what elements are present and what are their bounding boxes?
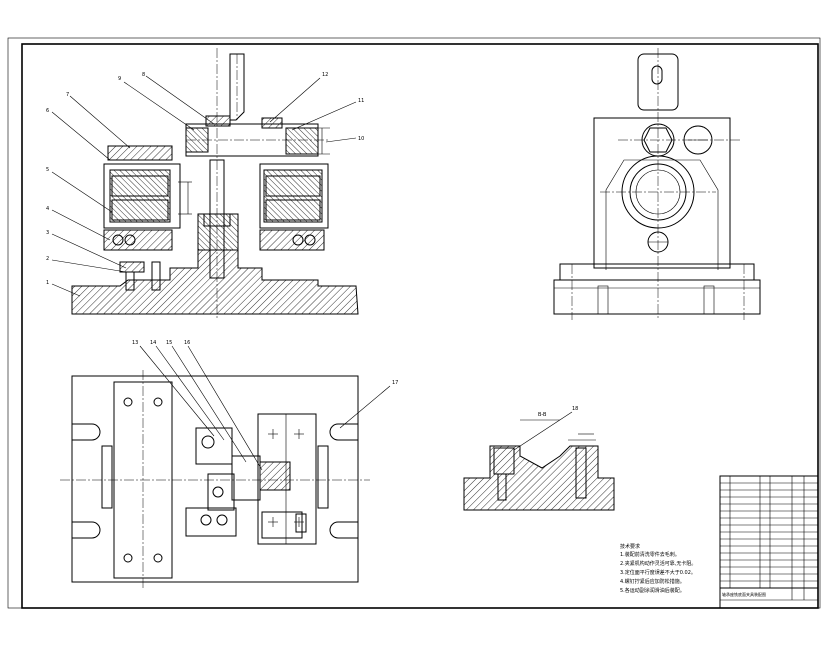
tech-req-item-5: 5.各运动副涂润滑油后装配。 — [620, 587, 685, 594]
top-view — [60, 370, 370, 590]
label-11: 11 — [358, 98, 364, 104]
label-18: 18 — [572, 406, 578, 412]
section-label: B-B — [538, 412, 547, 418]
tech-req-title: 技术要求 — [620, 543, 640, 550]
tech-req-item-1: 1.装配前清洗零件去毛刺。 — [620, 551, 680, 558]
outer-border — [7, 37, 821, 609]
label-9: 9 — [118, 76, 121, 82]
label-13: 13 — [132, 340, 138, 346]
label-7: 7 — [66, 92, 69, 98]
top-view-labels: 13 14 15 16 17 — [132, 340, 398, 386]
top-view-leaders — [139, 345, 391, 471]
tech-req-item-3: 3.定位面平行度误差不大于0.02。 — [620, 569, 696, 576]
part-number-labels: 1 2 3 4 5 6 7 8 9 12 11 10 — [46, 72, 364, 286]
label-8: 8 — [142, 72, 145, 78]
technical-requirements: 技术要求 1.装配前清洗零件去毛刺。 2.夹紧机构动作灵活可靠,无卡阻。 3.定… — [620, 543, 696, 594]
parts-list-table: 轴承座铣底面夹具装配图 — [719, 475, 819, 609]
tech-req-item-4: 4.螺钉拧紧后应加防松措施。 — [620, 578, 685, 585]
title-block-name: 轴承座铣底面夹具装配图 — [722, 591, 766, 597]
label-6: 6 — [46, 108, 49, 114]
label-15: 15 — [166, 340, 172, 346]
label-2: 2 — [46, 256, 49, 262]
label-4: 4 — [46, 206, 49, 212]
label-12: 12 — [322, 72, 328, 78]
label-17: 17 — [392, 380, 398, 386]
label-14: 14 — [150, 340, 156, 346]
label-1: 1 — [46, 280, 49, 286]
label-16: 16 — [184, 340, 190, 346]
label-10: 10 — [358, 136, 364, 142]
label-3: 3 — [46, 230, 49, 236]
label-5: 5 — [46, 167, 49, 173]
front-section-view — [71, 48, 359, 320]
part-leaders — [51, 75, 357, 297]
side-view — [553, 48, 761, 320]
tech-req-item-2: 2.夹紧机构动作灵活可靠,无卡阻。 — [620, 560, 696, 567]
section-bb-view: B-B 18 — [463, 406, 615, 511]
